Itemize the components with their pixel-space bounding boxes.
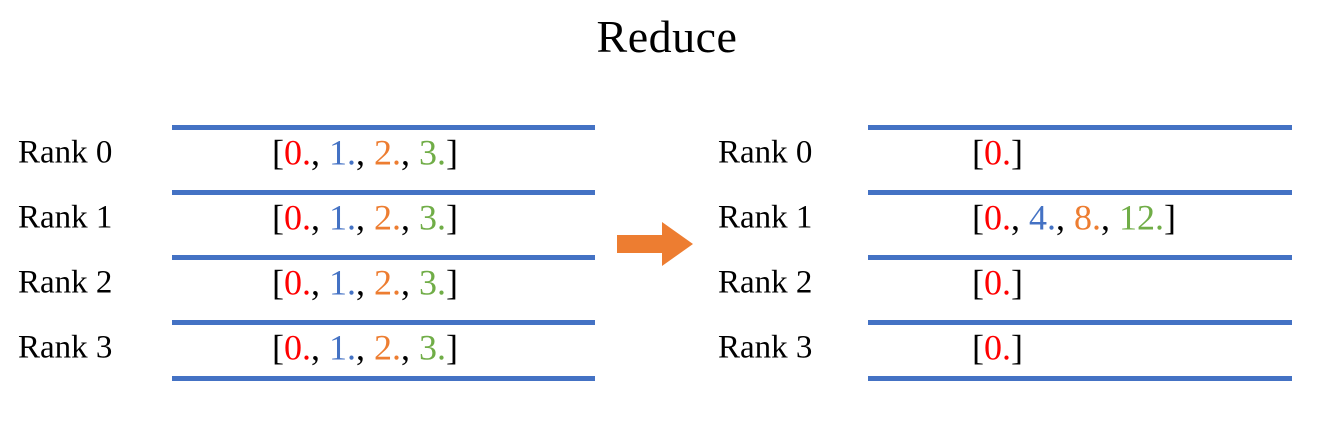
value-separator: , [356,261,374,302]
vector-value: 4. [1029,196,1056,237]
value-separator: , [401,261,419,302]
vector-value: 0. [984,196,1011,237]
rank-values: [0., 1., 2., 3.] [272,264,458,300]
rank-values: [0., 1., 2., 3.] [272,134,458,170]
vector-value: 3. [419,131,446,172]
vector-value: 2. [374,261,401,302]
rank-label: Rank 3 [18,329,113,365]
row-divider [172,190,595,195]
row-divider [868,376,1292,381]
row-divider [172,255,595,260]
open-bracket: [ [972,326,984,367]
table-row: Rank 1 [0., 4., 8., 12.] [700,185,1334,250]
close-bracket: ] [446,196,458,237]
value-separator: , [311,261,329,302]
rank-label: Rank 0 [718,134,813,170]
value-separator: , [401,196,419,237]
vector-value: 0. [984,261,1011,302]
open-bracket: [ [972,261,984,302]
row-divider [868,125,1292,130]
table-row: Rank 2 [0.] [700,250,1334,315]
rank-values: [0.] [972,134,1023,170]
value-separator: , [1101,196,1119,237]
value-separator: , [356,131,374,172]
value-separator: , [1011,196,1029,237]
value-separator: , [311,196,329,237]
rank-label: Rank 1 [718,199,813,235]
rank-values: [0.] [972,329,1023,365]
table-row: Rank 3 [0., 1., 2., 3.] [0,315,600,381]
rank-values: [0., 4., 8., 12.] [972,199,1176,235]
value-separator: , [1056,196,1074,237]
open-bracket: [ [272,131,284,172]
open-bracket: [ [972,196,984,237]
vector-value: 2. [374,326,401,367]
row-divider [172,376,595,381]
close-bracket: ] [446,326,458,367]
open-bracket: [ [272,261,284,302]
vector-value: 1. [329,261,356,302]
value-separator: , [356,326,374,367]
rank-label: Rank 0 [18,134,113,170]
vector-value: 12. [1119,196,1164,237]
close-bracket: ] [446,261,458,302]
vector-value: 3. [419,326,446,367]
rank-values: [0., 1., 2., 3.] [272,199,458,235]
value-separator: , [311,131,329,172]
vector-value: 8. [1074,196,1101,237]
close-bracket: ] [1164,196,1176,237]
vector-value: 3. [419,196,446,237]
open-bracket: [ [272,196,284,237]
panel-before-reduce: Rank 0 [0., 1., 2., 3.] Rank 1 [0., 1., … [0,120,600,381]
vector-value: 0. [984,131,1011,172]
table-row: Rank 3 [0.] [700,315,1334,381]
panel-after-reduce: Rank 0 [0.] Rank 1 [0., 4., 8., 12.] Ran… [700,120,1334,381]
open-bracket: [ [272,326,284,367]
rank-values: [0.] [972,264,1023,300]
close-bracket: ] [1011,261,1023,302]
row-divider [868,190,1292,195]
close-bracket: ] [1011,326,1023,367]
vector-value: 0. [284,326,311,367]
rank-label: Rank 3 [718,329,813,365]
row-divider [172,320,595,325]
row-divider [868,255,1292,260]
table-row: Rank 0 [0.] [700,120,1334,185]
rank-values: [0., 1., 2., 3.] [272,329,458,365]
row-divider [172,125,595,130]
vector-value: 3. [419,261,446,302]
rank-label: Rank 2 [718,264,813,300]
vector-value: 0. [984,326,1011,367]
vector-value: 1. [329,196,356,237]
vector-value: 0. [284,261,311,302]
right-arrow-icon [617,222,693,266]
page-title: Reduce [596,11,738,62]
table-row: Rank 0 [0., 1., 2., 3.] [0,120,600,185]
vector-value: 2. [374,131,401,172]
vector-value: 1. [329,131,356,172]
value-separator: , [356,196,374,237]
rank-label: Rank 1 [18,199,113,235]
table-row: Rank 2 [0., 1., 2., 3.] [0,250,600,315]
vector-value: 2. [374,196,401,237]
close-bracket: ] [1011,131,1023,172]
open-bracket: [ [972,131,984,172]
value-separator: , [311,326,329,367]
close-bracket: ] [446,131,458,172]
table-row: Rank 1 [0., 1., 2., 3.] [0,185,600,250]
row-divider [868,320,1292,325]
value-separator: , [401,131,419,172]
vector-value: 0. [284,196,311,237]
rank-label: Rank 2 [18,264,113,300]
value-separator: , [401,326,419,367]
vector-value: 1. [329,326,356,367]
vector-value: 0. [284,131,311,172]
